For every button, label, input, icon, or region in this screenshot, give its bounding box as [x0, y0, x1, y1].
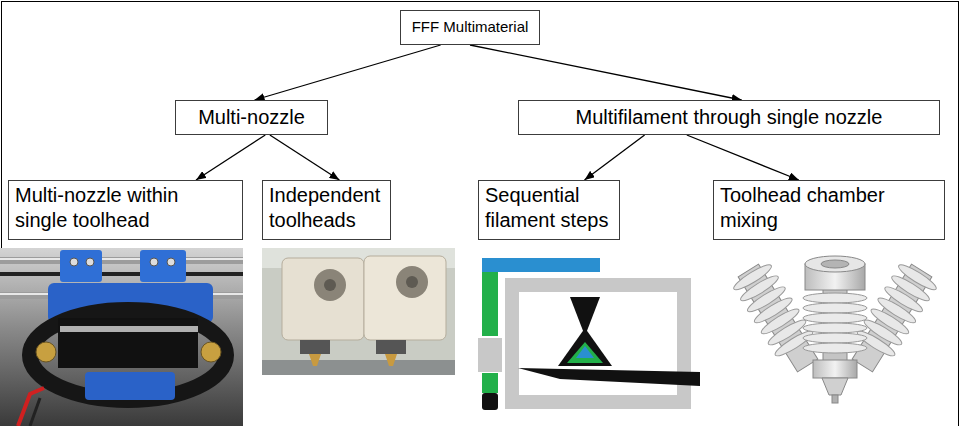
single-toolhead-photo: [86, 258, 94, 266]
sequential-filament-schematic: [478, 338, 502, 372]
independent-toolheads-photo: [262, 360, 455, 375]
box-label: Sequential filament steps: [485, 183, 613, 233]
independent-toolheads-photo: [385, 354, 397, 366]
connector-arrow: [196, 135, 265, 180]
single-toolhead-photo: [150, 258, 158, 266]
single-toolhead-photo: [0, 248, 243, 426]
independent-toolheads-photo: [406, 276, 418, 288]
connector-arrow: [470, 45, 742, 100]
single-toolhead-photo: [0, 257, 243, 264]
single-toolhead-photo: [201, 342, 221, 362]
sequential-filament-schematic: [482, 258, 600, 272]
single-toolhead-photo: [85, 372, 175, 400]
category-box: FFF Multimaterial: [400, 10, 540, 45]
mixing-hotend-drawing: [773, 328, 816, 360]
connector-arrow: [585, 135, 645, 180]
single-toolhead-photo: [60, 250, 102, 282]
connector-arrow: [255, 45, 441, 100]
mixing-hotend-drawing: [803, 303, 867, 313]
single-toolhead-photo: [18, 388, 44, 426]
independent-toolheads-photo: [376, 340, 406, 354]
independent-toolheads-photo: [364, 256, 446, 340]
mixing-hotend-drawing: [803, 293, 867, 303]
single-toolhead-photo: [0, 272, 243, 276]
mixing-hotend-drawing: [822, 378, 848, 395]
box-label: Multifilament through single nozzle: [525, 105, 933, 130]
single-toolhead-photo: [30, 398, 40, 426]
sequential-filament-schematic: [558, 328, 612, 366]
single-toolhead-photo: [167, 258, 175, 266]
sequential-filament-schematic: [518, 368, 700, 386]
mixing-hotend-drawing: [832, 395, 838, 403]
single-toolhead-photo: [70, 258, 78, 266]
box-label: FFF Multimaterial: [406, 18, 534, 37]
category-box: Multi-nozzle within single toolhead: [8, 180, 243, 240]
mixing-hotend-drawing: [803, 313, 867, 323]
mixing-hotend-drawing: [803, 333, 867, 343]
single-toolhead-photo: [140, 250, 186, 282]
sequential-filament-schematic: [482, 373, 498, 393]
connector-arrow: [687, 135, 799, 180]
independent-toolheads-photo: [262, 248, 455, 375]
connector-arrow: [270, 135, 340, 180]
single-toolhead-photo: [0, 248, 243, 426]
independent-toolheads-photo: [309, 354, 321, 366]
sequential-filament-schematic: [576, 346, 594, 358]
independent-toolheads-photo: [396, 266, 428, 298]
box-label: Multi-nozzle: [182, 105, 321, 130]
sequential-filament-schematic: [482, 393, 498, 410]
box-label: Multi-nozzle within single toolhead: [15, 183, 220, 233]
single-toolhead-photo: [60, 326, 198, 332]
sequential-filament-schematic: [482, 272, 498, 336]
sequential-filament-schematic: [478, 258, 700, 410]
box-label: Independent toolheads: [269, 183, 384, 233]
sequential-filament-schematic: [512, 285, 684, 402]
single-toolhead-photo: [30, 310, 226, 400]
category-box: Multifilament through single nozzle: [518, 100, 940, 135]
box-label: Toolhead chamber mixing: [720, 183, 938, 233]
independent-toolheads-photo: [324, 279, 336, 291]
category-box: Multi-nozzle: [175, 100, 328, 135]
mixing-hotend-drawing: [855, 328, 898, 360]
category-box: Toolhead chamber mixing: [713, 180, 945, 240]
mixing-hotend-drawing: [730, 256, 941, 403]
independent-toolheads-photo: [300, 340, 330, 354]
independent-toolheads-photo: [282, 258, 364, 340]
independent-toolheads-photo: [262, 248, 455, 375]
mixing-hotend-drawing: [803, 323, 867, 333]
single-toolhead-photo: [58, 318, 198, 368]
mixing-hotend-drawing: [813, 360, 857, 378]
single-toolhead-photo: [36, 342, 56, 362]
mixing-hotend-drawing: [803, 343, 867, 353]
sequential-filament-schematic: [567, 342, 603, 363]
single-toolhead-photo: [0, 258, 243, 260]
category-box: Independent toolheads: [262, 180, 391, 240]
mixing-hotend-drawing: [821, 260, 849, 268]
independent-toolheads-photo: [314, 269, 346, 301]
mixing-hotend-drawing: [805, 256, 865, 272]
category-box: Sequential filament steps: [478, 180, 620, 240]
